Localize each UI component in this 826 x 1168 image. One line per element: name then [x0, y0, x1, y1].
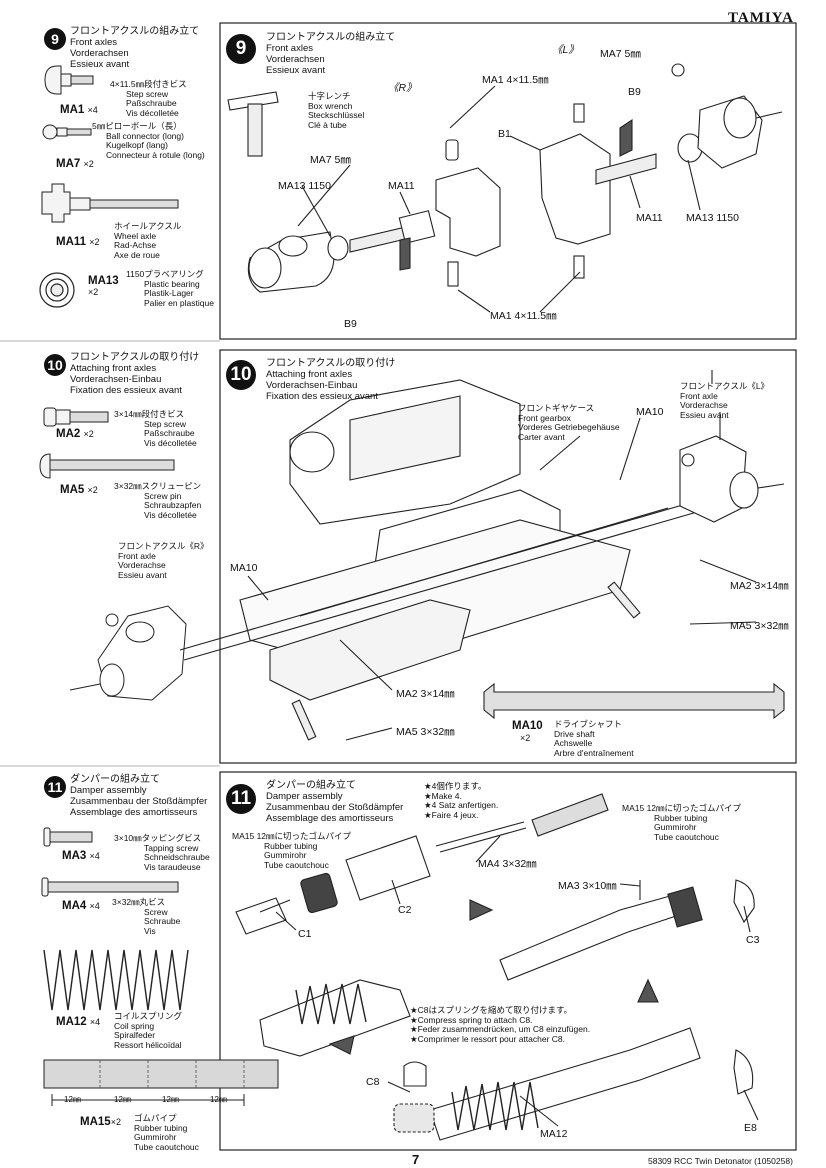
step11-diagram — [235, 793, 759, 1141]
step9-title-en: Front axles — [70, 37, 117, 48]
callout-c8: C8 — [366, 1076, 380, 1088]
c8-compress-note: ★C8はスプリングを縮めて取り付けます。 ★Compress spring to… — [410, 1005, 591, 1044]
ma11-wheel-axle-icon — [41, 183, 179, 223]
ma3-tapping-screw-icon — [43, 827, 93, 847]
ma13-part-label: MA13×2 — [88, 275, 119, 297]
step11-number-badge: 11 — [44, 776, 66, 798]
brand-logo: TAMIYA — [727, 10, 794, 26]
make-4-note: ★4個作ります。 ★Make 4. ★4 Satz anfertigen. ★F… — [424, 781, 499, 820]
cut-length-2: 12㎜ — [114, 1095, 131, 1104]
step9-diagram-title: フロントアクスルの組み立て Front axles Vorderachsen E… — [266, 32, 396, 76]
step9-diagram-badge: 9 — [226, 34, 256, 64]
ma1-screw-icon — [44, 65, 94, 95]
step10-diagram-badge: 10 — [226, 360, 256, 390]
ma5-screw-pin-icon — [39, 453, 175, 479]
ma15-part-label: MA15×2 — [80, 1116, 121, 1128]
callout-ma10-right: MA10 — [636, 406, 664, 418]
side-l-label: 《L》 — [552, 44, 579, 56]
step9-title-jp: フロントアクスルの組み立て — [70, 26, 200, 37]
callout-ma10-left: MA10 — [230, 562, 258, 574]
ma13-bearing-icon — [39, 272, 75, 308]
step10-title: フロントアクスルの取り付け Attaching front axles Vord… — [70, 352, 200, 396]
ma11-part-label: MA11 ×2 — [56, 236, 100, 248]
callout-ma11-l: MA11 — [636, 212, 663, 224]
ma7-part-label: MA7 ×2 — [56, 158, 94, 170]
ma4-screw-icon — [41, 877, 179, 897]
axle-r-label: フロントアクスル《R》 Front axle Vorderachse Essie… — [118, 541, 209, 580]
step10-frame — [219, 349, 797, 764]
cut-length-4: 12㎜ — [210, 1095, 227, 1104]
step10-number-badge: 10 — [44, 354, 66, 376]
step9-number-badge: 9 — [44, 28, 66, 50]
ma5-desc: 3×32㎜スクリューピン Screw pin Schraubzapfen Vis… — [114, 481, 202, 520]
ma5-part-label: MA5 ×2 — [60, 484, 98, 496]
callout-b9-l: B9 — [628, 86, 641, 98]
ma15-right-label: MA15 12㎜に切ったゴムパイプ Rubber tubing Gummiroh… — [622, 803, 742, 842]
callout-c3: C3 — [746, 934, 760, 946]
ma4-desc: 3×32㎜丸ビス Screw Schraube Vis — [112, 897, 181, 936]
ma1-desc: 4×11.5㎜段付きビス Step screw Paßschraube Vis … — [110, 79, 187, 118]
callout-ma4: MA4 3×32㎜ — [478, 858, 537, 870]
ma2-desc: 3×14㎜段付きビス Step screw Paßschraube Vis dé… — [114, 409, 197, 448]
step10-diagram — [179, 370, 785, 741]
step11-frame — [219, 771, 797, 1151]
callout-ma2-right: MA2 3×14㎜ — [730, 580, 789, 592]
callout-ma1-bottom: MA1 4×11.5㎜ — [490, 310, 557, 322]
cut-length-3: 12㎜ — [162, 1095, 179, 1104]
side-r-label: 《R》 — [388, 82, 417, 94]
step9-diagram — [227, 63, 783, 313]
box-wrench-label: 十字レンチ Box wrench Steckschlüssel Clé à tu… — [308, 91, 365, 130]
callout-b1: B1 — [498, 128, 511, 140]
ma7-ball-connector-icon — [42, 124, 92, 140]
callout-ma7-l: MA7 5㎜ — [600, 48, 641, 60]
ma2-part-label: MA2 ×2 — [56, 428, 94, 440]
product-code: 58309 RCC Twin Detonator (1050258) — [648, 1156, 793, 1166]
callout-ma5-left: MA5 3×32㎜ — [396, 726, 455, 738]
callout-ma13-r: MA13 1150 — [278, 180, 331, 192]
callout-b9-r: B9 — [344, 318, 357, 330]
step9-frame — [219, 22, 797, 340]
ma7-desc: 5㎜ピローボール（長） Ball connector (long) Kugelk… — [92, 121, 205, 160]
ma2-step-screw-icon — [43, 407, 109, 427]
axle-r-drawing — [69, 605, 187, 701]
ma15-rubber-tube-strip — [43, 1059, 279, 1106]
axle-l-label: フロントアクスル《L》 Front axle Vorderachse Essie… — [680, 381, 770, 420]
ma15-left-label: MA15 12㎜に切ったゴムパイプ Rubber tubing Gummiroh… — [232, 831, 352, 870]
cut-length-1: 12㎜ — [64, 1095, 81, 1104]
step9-title-fr: Essieux avant — [70, 59, 130, 70]
callout-c2: C2 — [398, 904, 412, 916]
callout-ma12: MA12 — [540, 1128, 568, 1140]
ma3-part-label: MA3 ×4 — [62, 850, 100, 862]
step9-title-de: Vorderachsen — [70, 48, 129, 59]
ma1-part-label: MA1 ×4 — [60, 104, 98, 116]
callout-ma13-l: MA13 1150 — [686, 212, 739, 224]
front-gearbox-label: フロントギヤケース Front gearbox Vorderes Getrieb… — [518, 403, 620, 442]
callout-ma1-top: MA1 4×11.5㎜ — [482, 74, 549, 86]
step10-diagram-title: フロントアクスルの取り付け Attaching front axles Vord… — [266, 358, 396, 402]
ma13-desc: 1150プラベアリング Plastic bearing Plastik-Lage… — [126, 269, 214, 308]
callout-ma11-r: MA11 — [388, 180, 415, 192]
ma12-desc: コイルスプリング Coil spring Spiralfeder Ressort… — [114, 1011, 183, 1050]
page-number: 7 — [412, 1152, 420, 1167]
ma10-drive-shaft-desc: ドライブシャフト Drive shaft Achswelle Arbre d'e… — [554, 719, 634, 758]
ma3-desc: 3×10㎜タッピングビス Tapping screw Schneidschrau… — [114, 833, 210, 872]
callout-ma5-right: MA5 3×32㎜ — [730, 620, 789, 632]
callout-ma2-left: MA2 3×14㎜ — [396, 688, 455, 700]
callout-e8: E8 — [744, 1122, 757, 1134]
ma12-part-label: MA12 ×4 — [56, 1016, 101, 1028]
ma10-drive-shaft-label: MA10×2 — [512, 720, 543, 743]
ma11-desc: ホイールアクスル Wheel axle Rad-Achse Axe de rou… — [114, 221, 182, 260]
ma4-part-label: MA4 ×4 — [62, 900, 100, 912]
callout-ma7-r: MA7 5㎜ — [310, 154, 351, 166]
callout-ma3: MA3 3×10㎜ — [558, 880, 617, 892]
step11-diagram-title: ダンパーの組み立て Damper assembly Zusammenbau de… — [266, 780, 404, 824]
ma15-desc: ゴムパイプ Rubber tubing Gummirohr Tube caout… — [134, 1113, 199, 1152]
ma12-coil-spring-icon — [43, 949, 189, 1011]
step11-diagram-badge: 11 — [226, 784, 256, 814]
step9-title: フロントアクスルの組み立て Front axles Vorderachsen E… — [70, 26, 199, 70]
step11-title: ダンパーの組み立て Damper assembly Zusammenbau de… — [70, 774, 208, 818]
callout-c1: C1 — [298, 928, 312, 940]
